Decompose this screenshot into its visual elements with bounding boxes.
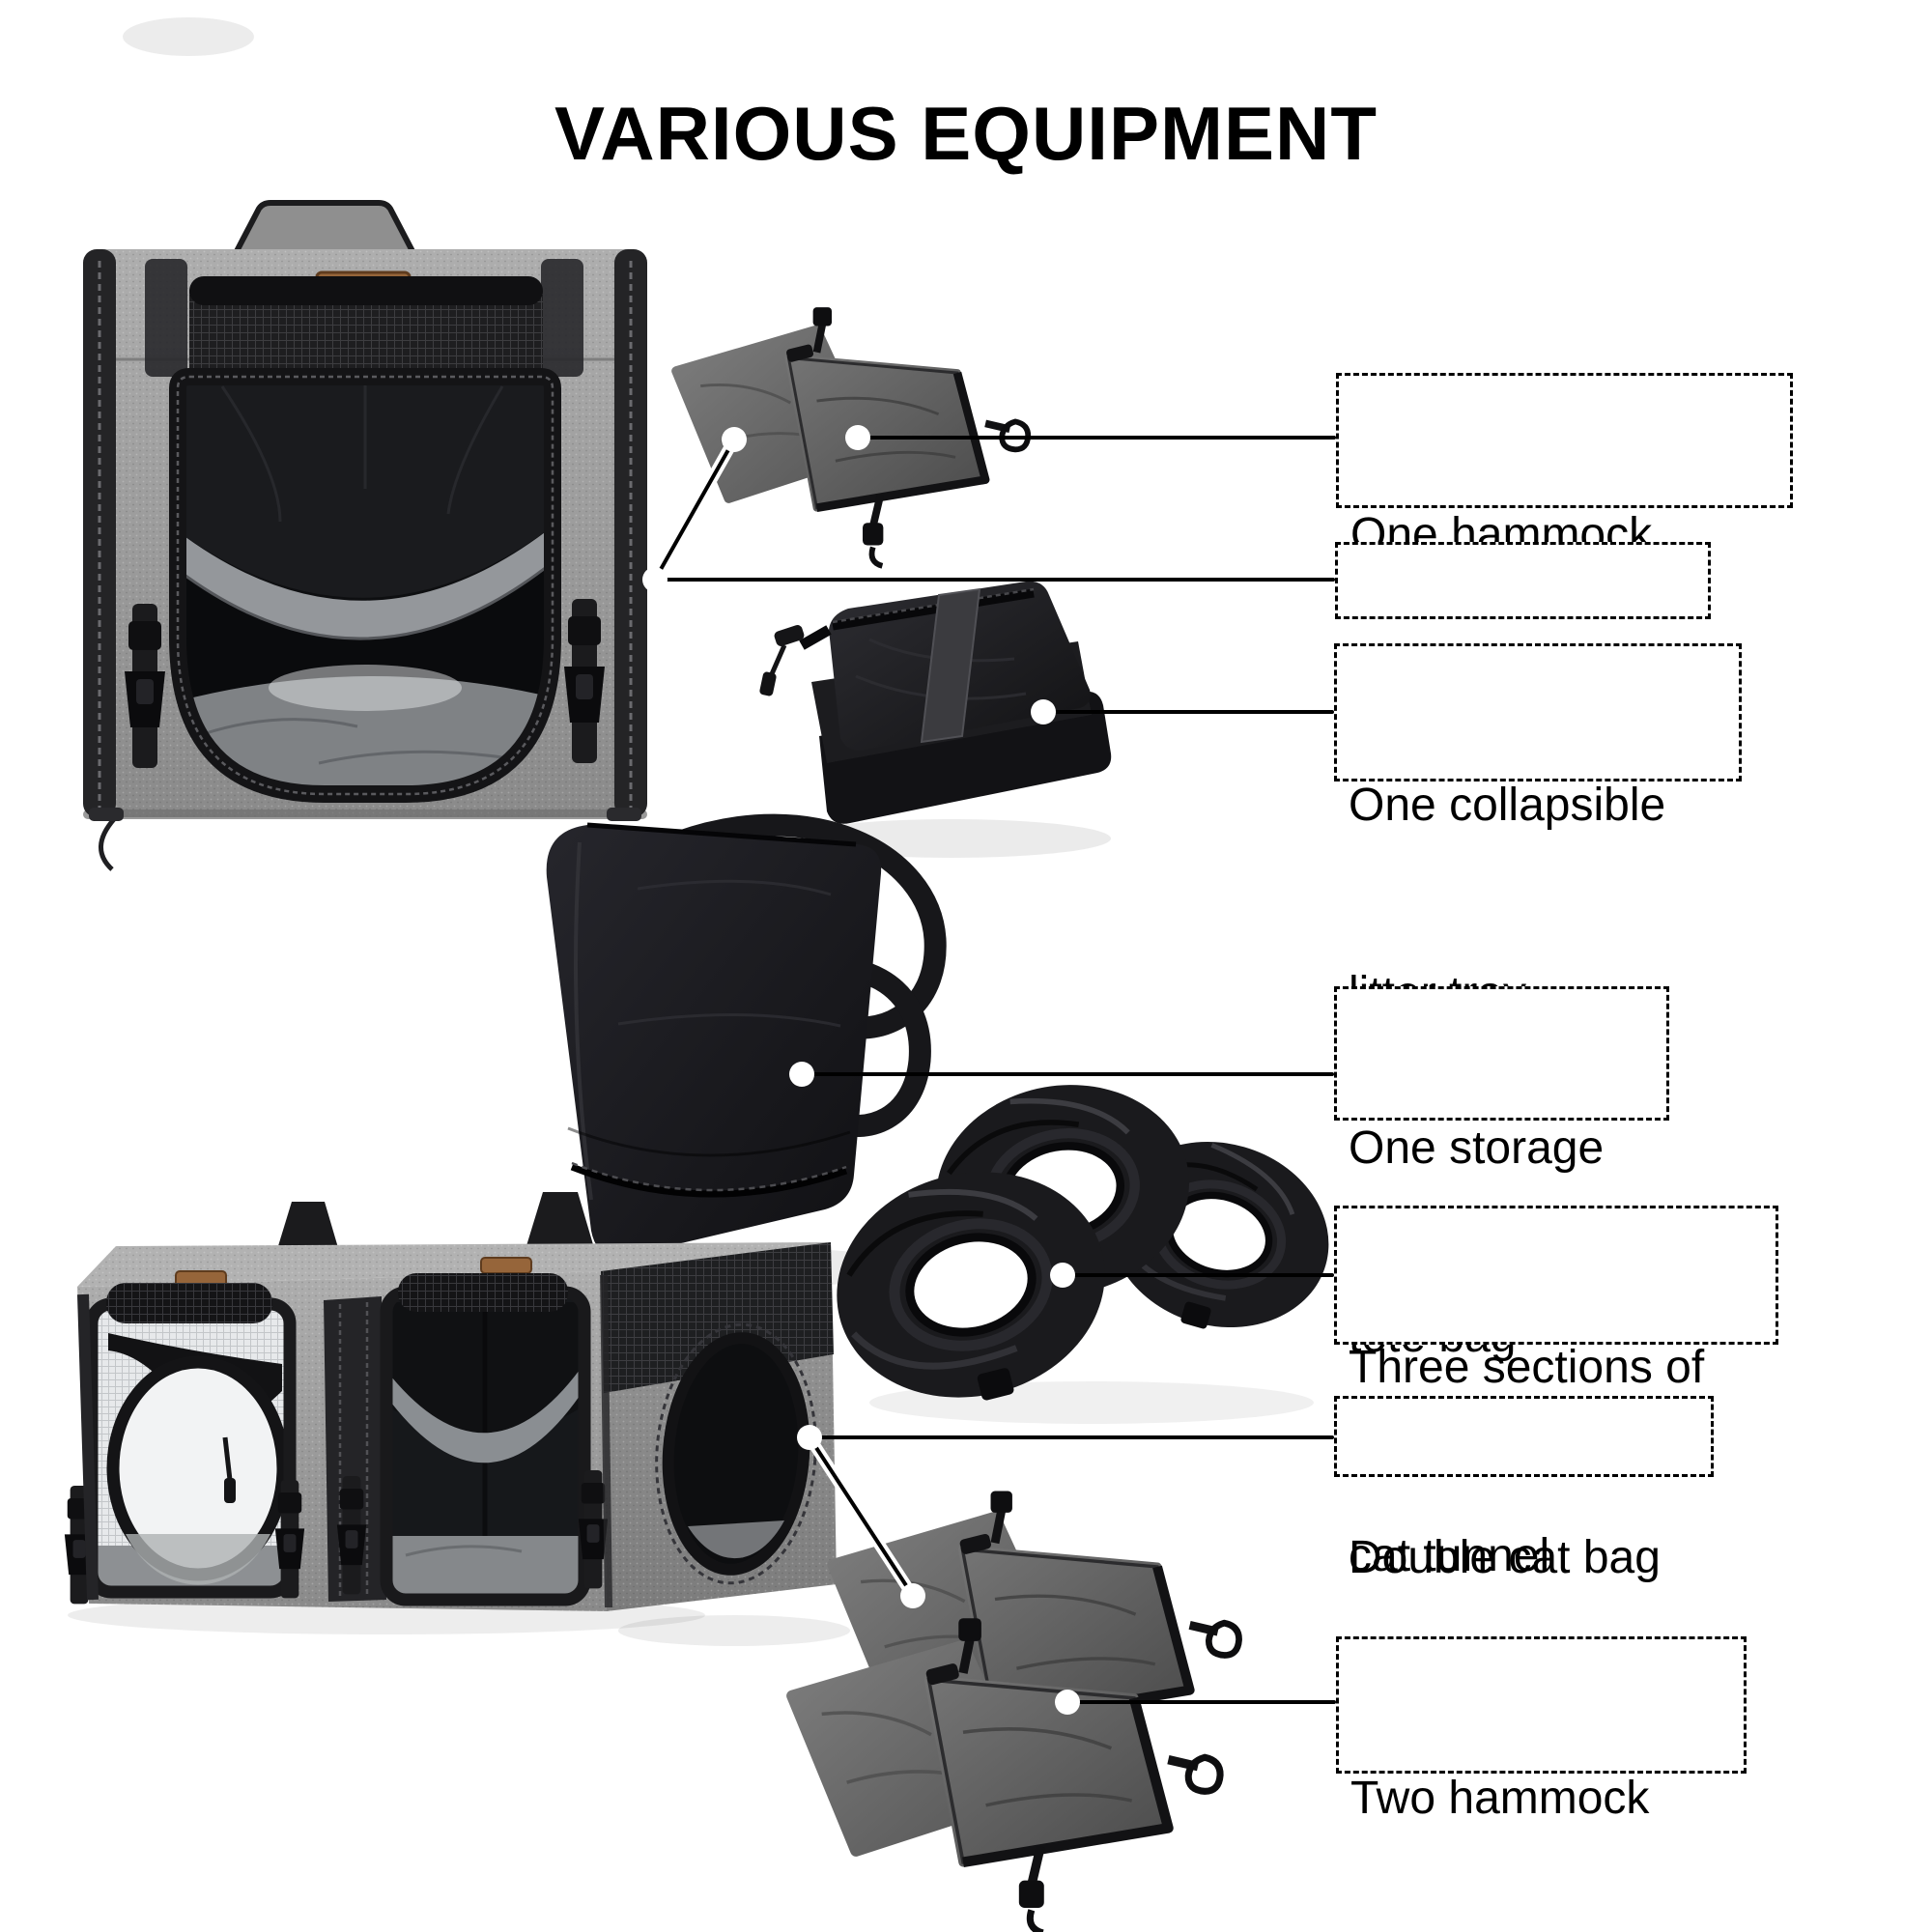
callout-dots — [642, 425, 1080, 1715]
floor-cushion — [178, 675, 553, 794]
inner-hammock — [178, 526, 553, 639]
callout-dot — [1055, 1690, 1080, 1715]
cat-tunnel-photo — [812, 1065, 1350, 1431]
callout-dot — [797, 1425, 822, 1450]
label-line: Two hammock — [1350, 1773, 1650, 1824]
photo-artifact — [123, 17, 254, 56]
callout-label-single-cat-bag: Single cat bag — [1335, 542, 1711, 729]
tote-zipper — [570, 1163, 848, 1198]
carry-handle — [231, 200, 418, 256]
callout-dot — [1050, 1263, 1075, 1288]
velcro-strap — [920, 587, 981, 744]
label-line: cat tunnel — [1349, 1530, 1550, 1581]
callout-connectors — [642, 425, 1336, 1715]
label-line: Three sections of — [1349, 1342, 1705, 1393]
inner-hammock — [391, 1370, 580, 1463]
tote-handle — [667, 813, 947, 1039]
callout-label-collapsible-litter-tray: One collapsible litter tray — [1334, 643, 1742, 1019]
callout-dot — [845, 425, 870, 450]
callout-dot — [642, 567, 668, 592]
callout-label-hammock-cushion-double: Two hammock Two soft cushion — [1336, 1636, 1747, 1824]
callout-dot — [722, 427, 747, 452]
two-hammock-two-cushion-photo — [792, 1492, 1244, 1932]
label-line: Double cat bag — [1349, 1532, 1661, 1583]
zipper-pull — [774, 625, 805, 646]
callout-dot — [1031, 699, 1056, 724]
callout-dot — [900, 1583, 925, 1608]
page-title: VARIOUS EQUIPMENT — [554, 91, 1378, 176]
double-cat-bag-photo — [64, 1192, 850, 1646]
callout-label-cat-tunnel: Three sections of cat tunnel — [1334, 1206, 1778, 1581]
single-cat-bag-photo — [83, 200, 647, 871]
callout-dot — [789, 1062, 814, 1087]
collapsible-litter-tray-photo — [759, 581, 1112, 858]
right-compartment-door — [380, 1273, 591, 1606]
callout-label-hammock-cushion-single: One hammock One soft cushion — [1336, 373, 1793, 749]
callout-label-double-cat-bag: Double cat bag — [1334, 1396, 1714, 1583]
label-line: One collapsible — [1349, 780, 1666, 831]
leather-brand-tag — [480, 1257, 532, 1274]
zipper-edge — [832, 588, 1035, 631]
label-line: One storage — [1349, 1122, 1605, 1174]
callout-line-double-bag-diagonal — [808, 1435, 915, 1598]
callout-label-storage-tote-bag: One storage tote bag — [1334, 986, 1669, 1362]
side-oval-opening — [655, 1322, 817, 1585]
callout-line-single-bag-diagonal — [653, 438, 736, 582]
left-compartment-window — [85, 1283, 297, 1599]
